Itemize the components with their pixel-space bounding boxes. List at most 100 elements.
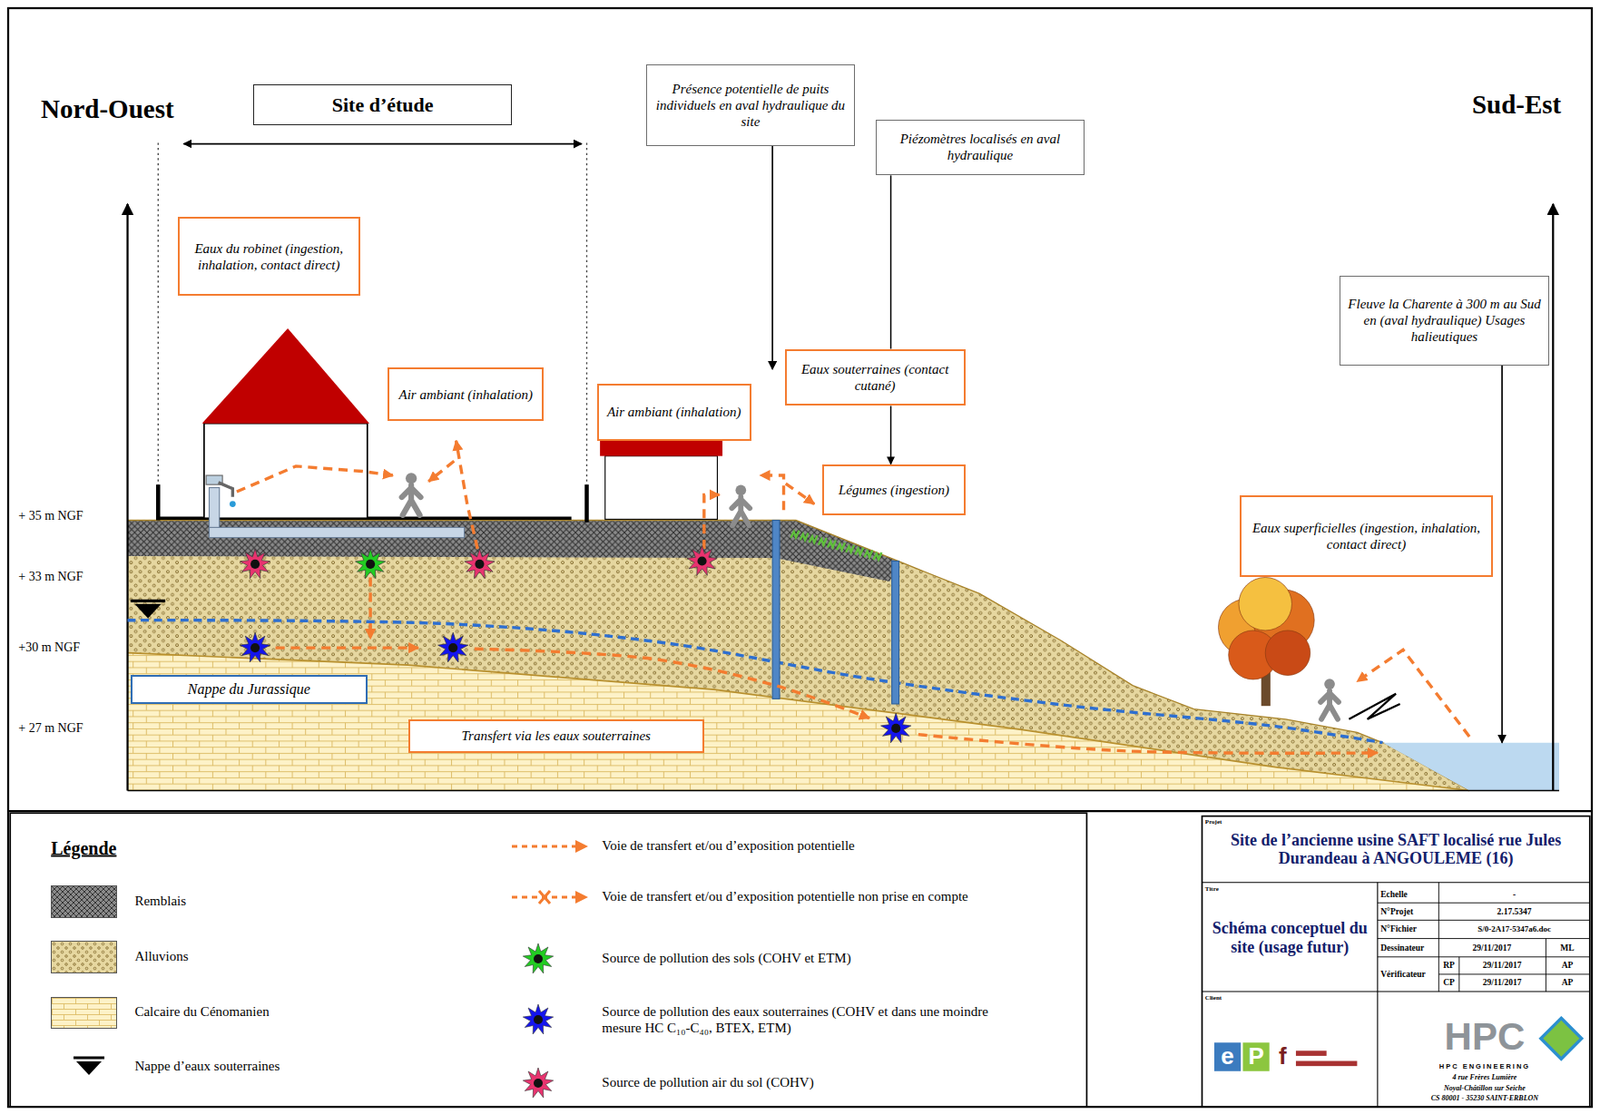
annotation-label: CP (1442, 978, 1455, 989)
transfer-arrow (428, 461, 454, 481)
transfer-arrow (785, 483, 815, 504)
pollution-source-core (474, 559, 484, 570)
legend-sample (71, 1055, 108, 1080)
node-text: Air ambiant (inhalation) (399, 386, 534, 403)
person-head (735, 485, 747, 497)
legend-text: Alluvions (134, 949, 188, 965)
legend-swatch (50, 997, 118, 1031)
swatch-texture (51, 942, 117, 973)
transfer-arrow (474, 648, 870, 718)
annotation-label: Echelle (1380, 889, 1408, 900)
person-figure (731, 485, 750, 527)
legend-star-core (533, 1015, 543, 1025)
legend-sample (521, 1003, 555, 1037)
pollution-source-star (464, 549, 495, 580)
annotation-label: + 27 m NGF (18, 721, 83, 737)
house-roof (202, 328, 370, 424)
shed-roof (599, 441, 723, 457)
transfer-arrow (704, 494, 720, 550)
legend-text: Voie de transfert et/ou d’exposition pot… (601, 839, 1031, 855)
site-fence (584, 484, 589, 523)
connector-line (890, 175, 893, 349)
annotation-label: +30 m NGF (18, 640, 80, 656)
water-drop (229, 500, 236, 508)
legend-text: Voie de transfert et/ou d’exposition pot… (601, 890, 1031, 906)
annotation-label: N°Projet (1380, 906, 1414, 917)
swatch-texture (51, 886, 117, 918)
annotation-label: Client (1205, 994, 1222, 1002)
cross-mark (539, 891, 550, 904)
annotation-label: AP (1561, 961, 1574, 972)
logo-bar (1295, 1050, 1327, 1057)
node-text: Présence potentielle de puits individuel… (652, 80, 849, 130)
fishing-rod (1348, 694, 1400, 720)
exposure-box: Eaux souterraines (contact cutané) (785, 349, 966, 407)
node-text: Eaux superficielles (ingestion, inhalati… (1246, 520, 1486, 553)
tree-canopy (1238, 577, 1292, 630)
pollution-source-core (365, 559, 375, 570)
legend-sample (521, 1067, 555, 1100)
vegetables (790, 530, 882, 560)
legend-star-core (533, 1079, 543, 1089)
node-text: Fleuve la Charente à 300 m au Sud en (av… (1345, 295, 1542, 345)
annotation-label: 29/11/2017 (1482, 978, 1522, 989)
annotation-label: - (1512, 889, 1516, 900)
swatch-texture (51, 942, 117, 973)
aquifer-label-box: Nappe du Jurassique (130, 675, 368, 704)
water-table-symbol (76, 1061, 102, 1076)
water-pipe (208, 527, 464, 538)
exposure-box: Air ambiant (inhalation) (387, 367, 544, 423)
site-span-arrow (183, 143, 582, 146)
annotation-label: 29/11/2017 (1472, 942, 1512, 953)
pollution-source-core (891, 724, 901, 734)
annotation-label: N°Fichier (1380, 924, 1417, 935)
annotation-label: Noyal-Châtillon sur Seiche (1443, 1084, 1526, 1093)
transfer-arrow (275, 646, 419, 649)
logo-diamond (1541, 1018, 1582, 1060)
person-figure (402, 472, 422, 516)
annotation-label: Projet (1205, 818, 1223, 826)
site-limit (157, 142, 159, 515)
node-text: Nappe du Jurassique (187, 681, 311, 698)
transfer-arrow (918, 735, 1378, 755)
legend-text: Nappe d’eaux souterraines (134, 1059, 280, 1075)
legend-text: Remblais (134, 893, 187, 910)
annotation-label: 29/11/2017 (1482, 961, 1522, 972)
annotation-label: CS 80001 - 35230 SAINT-ERBLON (1431, 1094, 1539, 1103)
title-grid (1377, 956, 1591, 958)
person-body (402, 485, 422, 516)
annotation-label: Titre (1205, 885, 1219, 894)
title-grid (1377, 938, 1591, 940)
title-grid (1438, 973, 1590, 975)
annotation-label: 4 rue Frères Lumière (1452, 1074, 1517, 1083)
outer-frame (8, 8, 1592, 1108)
transfer-box: Transfert via les eaux souterraines (408, 719, 705, 754)
pollution-source-core (250, 559, 260, 570)
annotation-label: Dessinateur (1380, 942, 1424, 953)
title-block-frame (1201, 816, 1590, 1108)
transfer-arrow (456, 441, 479, 550)
person-body (731, 497, 750, 526)
transfer-arrow (368, 577, 372, 639)
legend-sample (521, 942, 555, 976)
node-text: Eaux souterraines (contact cutané) (792, 361, 959, 394)
river-water (1383, 743, 1561, 792)
legend-star (522, 1068, 553, 1099)
node-text: Légumes (ingestion) (838, 481, 950, 499)
backfill-layer-texture (127, 520, 899, 582)
exposure-box: Eaux superficielles (ingestion, inhalati… (1239, 495, 1493, 578)
base-line (127, 790, 1560, 793)
person-head (405, 472, 417, 484)
legend-text: Source de pollution des eaux souterraine… (601, 1004, 1031, 1037)
legend-text: Calcaire du Cénomanien (134, 1005, 269, 1021)
node-text: Eaux du robinet (ingestion, inhalation, … (185, 240, 354, 274)
backfill-layer (127, 520, 899, 582)
swatch-texture (51, 998, 117, 1030)
pollution-source-star (239, 632, 270, 663)
leader-arrow (771, 146, 774, 370)
water-table-symbol (134, 604, 161, 619)
pollution-source-star (687, 546, 717, 577)
annotation-label: ML (1560, 942, 1574, 953)
